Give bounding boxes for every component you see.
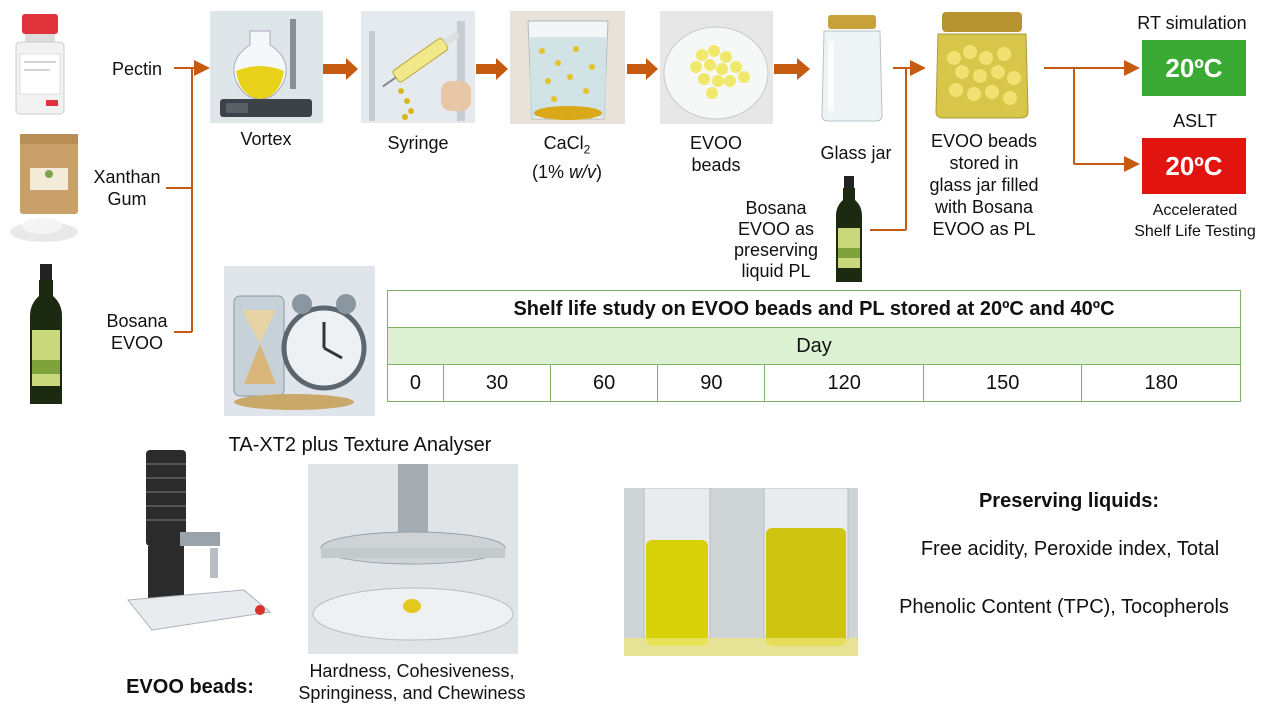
condition-split xyxy=(1044,60,1140,172)
input-bracket xyxy=(166,60,210,333)
texture-analyser-icon xyxy=(124,440,274,650)
shelf-life-clock-icon xyxy=(224,266,375,416)
syringe-label: Syringe xyxy=(387,133,449,153)
arrow-cacl2-beads xyxy=(627,58,658,80)
day-header: Day xyxy=(387,327,1241,365)
rt-simulation-label: RT simulation xyxy=(1137,13,1247,33)
pectin-bottle-icon xyxy=(10,12,70,118)
arrow-vortex-syringe xyxy=(323,58,358,80)
rt-temp-box: 20ºC xyxy=(1142,40,1246,96)
day-cell: 30 xyxy=(442,364,552,402)
preserving-liquids-title: Preserving liquids: xyxy=(978,490,1160,512)
arrow-syringe-cacl2 xyxy=(476,58,508,80)
pectin-label: Pectin xyxy=(111,59,163,79)
texture-analyser-title: TA-XT2 plus Texture Analyser xyxy=(228,434,492,456)
aslt-temp-box: 20ºC xyxy=(1142,138,1246,194)
evoo-beads-dish-icon xyxy=(660,11,773,124)
glass-jar-icon xyxy=(814,11,890,124)
cacl2-beaker-icon xyxy=(510,11,625,124)
aslt-label: ASLT xyxy=(1173,111,1217,131)
pl-bottle-icon xyxy=(834,176,864,284)
oil-test-tubes-icon xyxy=(624,488,858,656)
day-cell: 120 xyxy=(764,364,924,402)
shelf-life-title: Shelf life study on EVOO beads and PL st… xyxy=(387,290,1241,328)
day-row: 0 30 60 90 120 150 180 xyxy=(387,364,1241,402)
vortex-mixer-icon xyxy=(210,11,323,123)
day-cell: 0 xyxy=(387,364,444,402)
xanthan-gum-bag-icon xyxy=(6,128,86,244)
shelf-life-table: Shelf life study on EVOO beads and PL st… xyxy=(387,290,1241,402)
day-cell: 150 xyxy=(922,364,1083,402)
vortex-label: Vortex xyxy=(240,129,292,149)
probe-compression-icon xyxy=(308,464,518,654)
day-cell: 90 xyxy=(657,364,766,402)
syringe-icon xyxy=(361,11,475,123)
preserving-params-line2: Phenolic Content (TPC), Tocopherols xyxy=(899,596,1229,618)
filled-jar-icon xyxy=(928,8,1036,120)
evoo-beads-analysis-label: EVOO beads: xyxy=(126,676,254,698)
day-cell: 180 xyxy=(1081,364,1241,402)
arrow-beads-jar xyxy=(774,58,810,80)
texture-parameters: Hardness, Cohesiveness,Springiness, and … xyxy=(298,661,526,703)
evoo-bottle-icon xyxy=(26,262,66,408)
glass-jar-label: Glass jar xyxy=(820,143,892,163)
day-cell: 60 xyxy=(550,364,659,402)
cacl2-label: CaCl2 (1% w/v) xyxy=(531,133,602,182)
preserving-params-line1: Free acidity, Peroxide index, Total xyxy=(920,538,1220,560)
process-arrows xyxy=(323,58,810,80)
pl-feed-line xyxy=(870,60,926,231)
